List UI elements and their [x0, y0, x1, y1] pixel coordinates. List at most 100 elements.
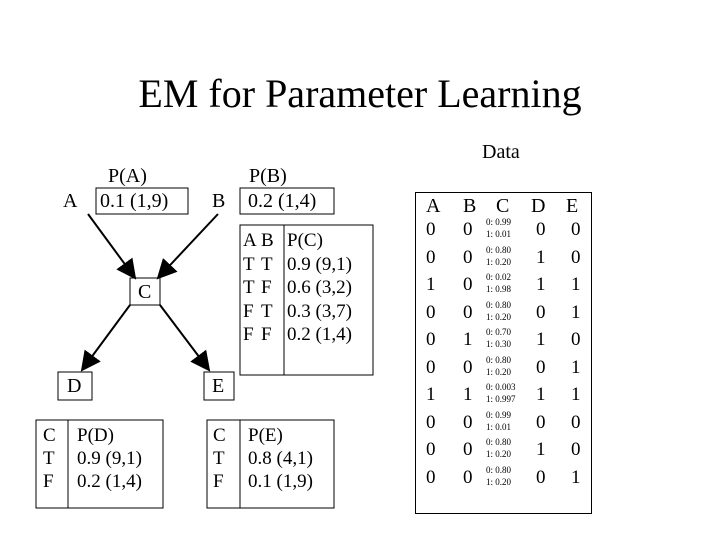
- cpt-e-cell: 0.1 (1,9): [248, 471, 313, 492]
- data-cell-a: 0: [426, 356, 436, 378]
- data-cell-c-prob: 1: 0.20: [486, 476, 512, 487]
- node-b-cpt-header: P(B): [249, 165, 287, 187]
- data-cell-c-prob: 1: 0.01: [486, 421, 512, 432]
- data-cell-e: 0: [571, 411, 581, 433]
- cpt-d-cell: T: [43, 448, 55, 469]
- cpt-c-cell: T: [243, 277, 255, 298]
- data-cell-b: 0: [463, 219, 473, 240]
- cpt-d-row: F 0.2 (1,4): [43, 470, 142, 493]
- data-cell-e: 1: [571, 301, 581, 323]
- cpt-e-box: [206, 419, 335, 509]
- data-cell-c-prob: 0: 0.99: [486, 409, 512, 420]
- data-cell-a: 0: [426, 411, 436, 433]
- cpt-e-cell: 0.8 (4,1): [248, 448, 313, 469]
- data-label: Data: [482, 141, 520, 163]
- cpt-c-header-pc: P(C): [287, 230, 323, 251]
- data-cell-d: 0: [536, 356, 546, 378]
- data-cell-a: 1: [426, 274, 436, 295]
- data-cell-d: 0: [536, 219, 546, 240]
- data-cell-c-prob: 0: 0.70: [486, 327, 512, 337]
- node-a-label: A: [63, 190, 78, 212]
- cpt-e-row: T 0.8 (4,1): [213, 447, 313, 470]
- cpt-d-cell: 0.2 (1,4): [77, 471, 142, 492]
- data-cell-c-prob: 0: 0.99: [486, 217, 512, 227]
- node-d-label: D: [67, 375, 82, 397]
- data-cell-e: 1: [571, 356, 581, 378]
- cpt-e-header-row: C P(E): [213, 424, 313, 447]
- node-b-cpt-value: 0.2 (1,4): [248, 190, 317, 212]
- data-cell-c-prob: 1: 0.30: [486, 339, 512, 349]
- data-cell-b: 0: [463, 411, 473, 433]
- data-cell-d: 1: [536, 439, 546, 460]
- data-cell-c-prob: 1: 0.01: [486, 229, 512, 239]
- cpt-d-cell: F: [43, 471, 54, 492]
- edge-b-c: [156, 213, 219, 280]
- data-header-c: C: [496, 195, 510, 217]
- data-cell-b: 0: [463, 246, 473, 268]
- data-cell-d: 1: [536, 329, 546, 350]
- data-cell-c-prob: 0: 0.80: [486, 437, 512, 447]
- node-b-cpt-box: [239, 187, 335, 215]
- data-header-a: A: [426, 195, 441, 217]
- data-cell-a: 0: [426, 246, 436, 268]
- data-cell-b: 0: [463, 274, 473, 295]
- cpt-c-box: [239, 224, 374, 376]
- cpt-c-header-a: A: [243, 230, 257, 251]
- data-cell-c-prob: 1: 0.20: [486, 366, 512, 377]
- node-d-box: [57, 371, 93, 401]
- node-a-cpt-value: 0.1 (1,9): [100, 190, 169, 212]
- data-cell-c-prob: 1: 0.20: [486, 256, 512, 267]
- data-cell-d: 1: [536, 274, 546, 295]
- data-header-d: D: [531, 195, 546, 217]
- page-title: EM for Parameter Learning: [138, 71, 582, 116]
- cpt-d-box: [35, 419, 164, 509]
- edge-c-d: [80, 304, 131, 372]
- data-cell-b: 0: [463, 356, 473, 378]
- cpt-c-cell: F: [243, 300, 254, 322]
- data-cell-c-prob: 0: 0.80: [486, 299, 512, 310]
- data-cell-a: 0: [426, 219, 436, 240]
- data-cell-c-prob: 1: 0.997: [486, 394, 516, 404]
- node-c-label: C: [138, 281, 152, 303]
- data-cell-b: 0: [463, 301, 473, 323]
- data-cell-a: 0: [426, 301, 436, 323]
- data-cell-e: 1: [571, 466, 581, 488]
- data-cell-d: 0: [536, 301, 546, 323]
- data-cell-e: 0: [571, 329, 581, 350]
- data-cell-b: 1: [463, 384, 473, 405]
- data-cell-c-prob: 1: 0.20: [486, 311, 512, 322]
- data-cell-d: 1: [536, 246, 546, 268]
- node-e-label: E: [212, 375, 225, 397]
- data-cell-a: 0: [426, 329, 436, 350]
- data-cell-e: 0: [571, 246, 581, 268]
- edge-a-c: [87, 213, 137, 280]
- node-a-cpt-box: [95, 187, 189, 215]
- cpt-c-cell: 0.2 (1,4): [287, 324, 352, 345]
- cpt-e-cell: T: [213, 448, 225, 469]
- cpt-c-cell: 0.3 (3,7): [287, 300, 352, 322]
- cpt-c-cell: F: [243, 324, 254, 345]
- data-cell-e: 0: [571, 439, 581, 460]
- edge-c-e: [159, 304, 211, 372]
- data-cell-c-prob: 0: 0.003: [486, 382, 516, 392]
- cpt-d-header-pd: P(D): [77, 425, 114, 446]
- data-cell-e: 0: [571, 219, 581, 240]
- data-cell-c-prob: 0: 0.80: [486, 244, 512, 255]
- cpt-e-header-pe: P(E): [248, 425, 283, 446]
- cpt-d-header-c: C: [43, 425, 56, 446]
- data-cell-e: 1: [571, 274, 581, 295]
- cpt-e-header-c: C: [213, 425, 226, 446]
- cpt-d-header-row: C P(D): [43, 424, 142, 447]
- data-cell-b: 0: [463, 466, 473, 488]
- data-cell-c-prob: 0: 0.80: [486, 464, 512, 475]
- data-header-e: E: [566, 195, 579, 217]
- cpt-c-cell: T: [261, 253, 273, 275]
